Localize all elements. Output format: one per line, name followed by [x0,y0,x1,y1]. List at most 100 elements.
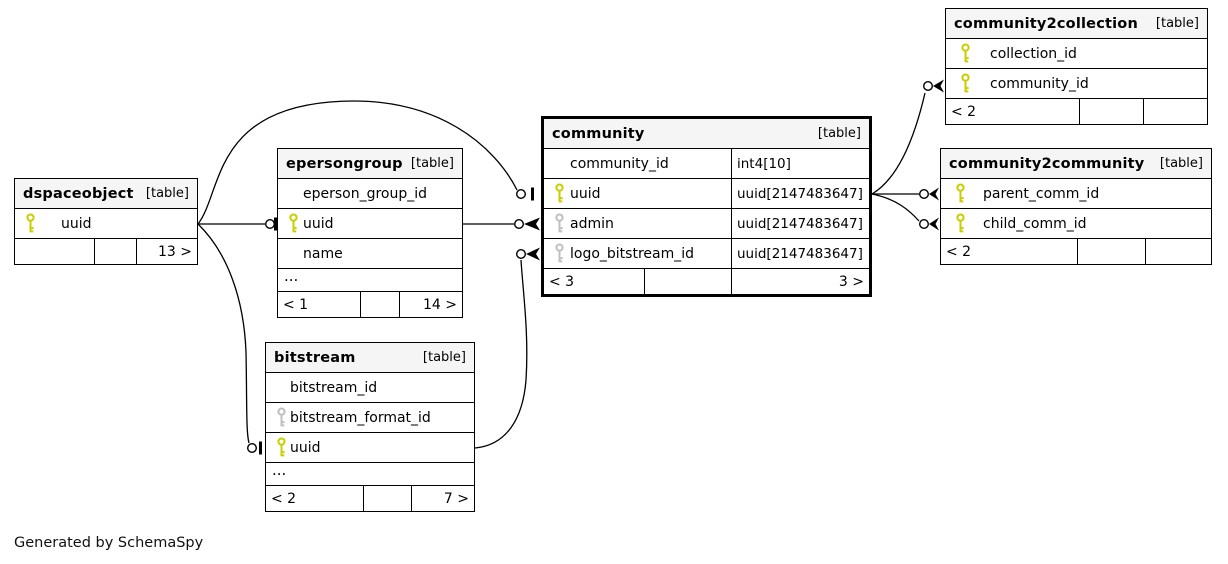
footer-left-count: < 1 [283,296,309,313]
column-label: logo_bitstream_id [570,245,695,262]
table-community[interactable]: community [table] community_id int4[10] … [541,116,872,297]
footer-middle-cell [94,239,136,264]
table-footer: 13 > [15,239,197,264]
column-label: uuid [303,215,334,232]
edge-community-logo-bitstream-id-to-bitstream-uuid [474,247,540,449]
table-header: community2community [table] [941,149,1211,179]
edge-bitstream-uuid-to-dspaceobject-uuid [197,223,262,455]
column-row: uuid [278,209,462,239]
column-row: admin uuid[2147483647] [544,209,869,239]
primary-key-icon [288,213,299,235]
table-header: community2collection [table] [946,9,1207,39]
table-community2collection[interactable]: community2collection [table] collection_… [945,8,1208,125]
table-tag: [table] [145,186,189,201]
table-header: bitstream [table] [266,343,474,373]
footer-right-count: 7 > [411,486,474,511]
edge-epersongroup-uuid-to-dspaceobject-uuid [198,217,277,231]
footer-middle-cell [1079,99,1143,124]
table-name[interactable]: dspaceobject [23,185,134,202]
edge-community2collection-community-id-to-community-uuid [871,79,944,195]
table-footer: < 2 7 > [266,486,474,511]
footer-left-count [15,239,94,264]
table-dspaceobject[interactable]: dspaceobject [table] uuid 13 > [14,178,198,265]
table-tag: [table] [817,126,861,141]
table-header: epersongroup [table] [278,149,462,179]
column-label: bitstream_id [290,379,378,396]
table-name[interactable]: epersongroup [286,155,403,172]
column-row: logo_bitstream_id uuid[2147483647] [544,239,869,269]
table-tag: [table] [1159,156,1203,171]
column-type: uuid[2147483647] [731,179,869,208]
primary-key-icon [955,183,966,205]
edge-community-uuid-to-dspaceobject-uuid [197,100,534,225]
footer-left-count: < 2 [271,490,297,507]
column-row: eperson_group_id [278,179,462,209]
table-community2community[interactable]: community2community [table] parent_comm_… [940,148,1212,265]
edge-community2community-parent-comm-id-to-community-uuid [872,187,939,201]
column-label: bitstream_format_id [290,409,431,426]
column-row: bitstream_id [266,373,474,403]
table-name[interactable]: community2community [949,155,1145,172]
table-footer: < 1 14 > [278,292,462,317]
table-footer: < 2 [946,99,1207,124]
column-label: uuid [570,185,601,202]
column-label: admin [570,215,614,232]
primary-key-icon [276,437,287,459]
table-tag: [table] [410,156,454,171]
column-label: community_id [570,155,669,172]
footer-middle-cell [1077,239,1145,264]
column-type: uuid[2147483647] [731,209,869,238]
footer-middle-cell [360,292,399,317]
column-row: child_comm_id [941,209,1211,239]
column-row: uuid uuid[2147483647] [544,179,869,209]
table-header: community [table] [544,119,869,149]
column-row: community_id int4[10] [544,149,869,179]
more-columns-ellipsis: ... [266,463,474,486]
column-type: uuid[2147483647] [731,239,869,268]
table-footer: < 3 3 > [544,269,869,294]
edge-community2community-child-comm-id-to-community-uuid [871,193,939,231]
table-name[interactable]: community2collection [954,15,1138,32]
column-label: child_comm_id [983,215,1087,232]
footer-right-count: 13 > [136,239,197,264]
column-row: parent_comm_id [941,179,1211,209]
primary-key-icon [955,213,966,235]
column-row: uuid [266,433,474,463]
foreign-key-icon [554,213,565,235]
column-row: community_id [946,69,1207,99]
primary-key-icon [554,183,565,205]
table-bitstream[interactable]: bitstream [table] bitstream_id bitstream… [265,342,475,512]
table-name[interactable]: community [552,125,645,142]
table-footer: < 2 [941,239,1211,264]
footer-left-count: < 2 [946,243,972,260]
table-header: dspaceobject [table] [15,179,197,209]
edge-community-admin-to-epersongroup-uuid [463,217,540,231]
primary-key-icon [960,43,971,65]
footer-right-count [1143,99,1207,124]
column-row: name [278,239,462,269]
footer-right-count: 14 > [399,292,462,317]
table-tag: [table] [422,350,466,365]
column-row: uuid [15,209,197,239]
column-label: eperson_group_id [303,185,428,202]
column-row: collection_id [946,39,1207,69]
footer-left-count: < 3 [549,273,575,290]
column-row: bitstream_format_id [266,403,474,433]
primary-key-icon [25,213,36,235]
table-tag: [table] [1155,16,1199,31]
table-name[interactable]: bitstream [274,349,356,366]
column-label: name [303,245,343,262]
table-epersongroup[interactable]: epersongroup [table] eperson_group_id uu… [277,148,463,318]
column-label: uuid [290,439,321,456]
footer-right-count [1145,239,1211,264]
generator-note: Generated by SchemaSpy [14,535,204,551]
foreign-key-icon [554,243,565,265]
primary-key-icon [960,73,971,95]
footer-middle-cell [363,486,411,511]
column-label: parent_comm_id [983,185,1100,202]
footer-right-count: 3 > [731,269,869,294]
column-type: int4[10] [731,149,869,178]
column-label: community_id [990,75,1089,92]
